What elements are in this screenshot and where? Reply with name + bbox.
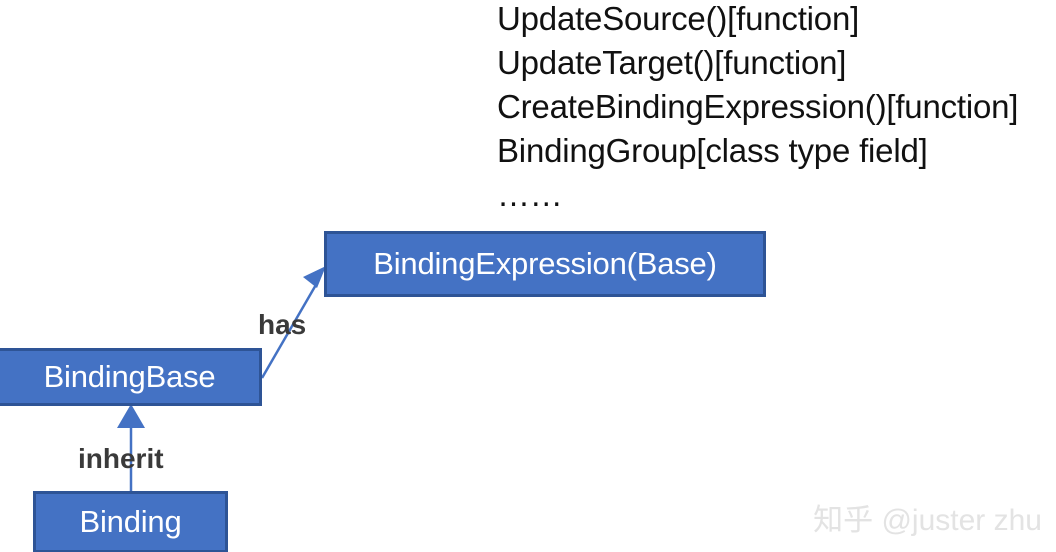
node-binding-expression-base[interactable]: BindingExpression(Base) (324, 231, 766, 297)
node-binding-base-label: BindingBase (43, 359, 216, 394)
member-list-line-1: UpdateSource()[function] (497, 0, 860, 37)
member-list-line-4: BindingGroup[class type field] (497, 132, 928, 169)
edge-label-inherit: inherit (78, 443, 164, 474)
member-list: UpdateSource()[function] UpdateTarget()[… (497, 0, 1056, 217)
node-binding-expression-base-label: BindingExpression(Base) (373, 246, 717, 281)
node-binding-label: Binding (79, 504, 182, 539)
inherit-connector-arrowhead (117, 404, 145, 428)
watermark: 知乎 @juster zhu (813, 504, 1042, 537)
node-binding[interactable]: Binding (33, 491, 228, 552)
node-binding-base[interactable]: BindingBase (0, 348, 262, 406)
has-connector-arrowhead (303, 266, 326, 288)
edge-label-has: has (258, 309, 307, 340)
member-list-line-3: CreateBindingExpression()[function] (497, 88, 1019, 125)
member-list-line-2: UpdateTarget()[function] (497, 44, 847, 81)
member-list-line-5: …… (497, 176, 563, 213)
